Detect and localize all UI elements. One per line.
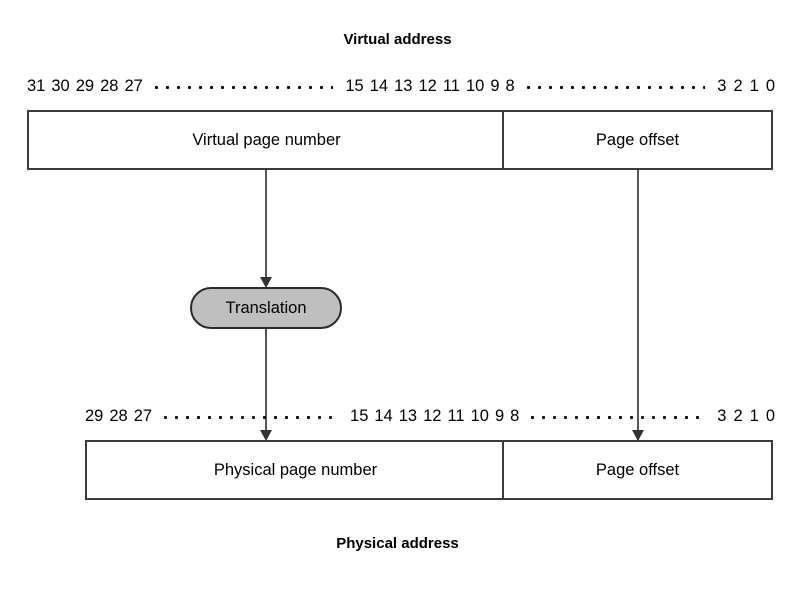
translation-to-ppn-line	[265, 329, 267, 439]
bit-label: 3	[717, 406, 727, 425]
dotted-ellipsis	[164, 408, 338, 424]
bit-label: 30	[51, 76, 70, 95]
virtual-ruler-gap-left	[143, 78, 346, 94]
bit-label: 9	[494, 406, 505, 425]
physical-page-offset-field: Page offset	[595, 460, 680, 479]
bit-label: 28	[100, 76, 119, 95]
bit-label: 12	[423, 406, 442, 425]
physical-address-title: Physical address	[336, 535, 459, 552]
virtual-page-number-field: Virtual page number	[192, 130, 341, 149]
bit-label: 28	[109, 406, 128, 425]
bit-label: 15	[345, 76, 364, 95]
bit-label: 14	[369, 76, 389, 95]
bit-label: 29	[75, 76, 95, 95]
dotted-ellipsis	[154, 78, 334, 94]
bit-label: 3	[717, 76, 727, 95]
virtual-address-box: Virtual page number Page offset	[27, 110, 773, 170]
physical-box-divider	[502, 442, 504, 498]
vpn-to-translation-arrowhead	[260, 277, 272, 288]
dotted-ellipsis	[531, 408, 706, 424]
bit-label: 2	[733, 76, 743, 95]
virtual-page-offset-field: Page offset	[595, 130, 680, 149]
bit-label: 8	[505, 76, 515, 95]
bit-label: 11	[447, 406, 465, 425]
virtual-box-divider	[502, 112, 504, 168]
physical-bit-group-right: 3 2 1 0	[717, 407, 775, 426]
bit-label: 1	[749, 76, 759, 95]
dotted-ellipsis	[526, 78, 706, 94]
bit-label: 27	[133, 406, 153, 425]
physical-address-box: Physical page number Page offset	[85, 440, 773, 500]
bit-label: 0	[765, 76, 776, 95]
translation-to-ppn-arrowhead	[260, 430, 272, 441]
virtual-ruler-gap-right	[515, 78, 718, 94]
bit-label: 15	[350, 406, 369, 425]
bit-label: 1	[749, 406, 759, 425]
virtual-bit-group-mid: 15 14 13 12 11 10 9 8	[345, 77, 514, 96]
vpn-to-translation-line	[265, 170, 267, 280]
physical-bit-group-mid: 15 14 13 12 11 10 9 8	[350, 407, 519, 426]
bit-label: 13	[398, 406, 418, 425]
bit-label: 0	[765, 406, 776, 425]
translation-node[interactable]: Translation	[190, 287, 342, 329]
bit-label: 13	[394, 76, 413, 95]
bit-label: 12	[418, 76, 437, 95]
bit-label: 14	[374, 406, 393, 425]
physical-ruler-gap-right	[519, 408, 717, 424]
bit-label: 11	[442, 76, 460, 95]
bit-label: 29	[85, 406, 104, 425]
translation-label: Translation	[225, 298, 307, 317]
physical-bit-ruler: 29 28 27 15 14 13 12 11 10 9 8	[85, 404, 775, 428]
bit-label: 8	[510, 406, 520, 425]
virtual-bit-group-left: 31 30 29 28 27	[27, 77, 143, 96]
virtual-address-title: Virtual address	[343, 31, 452, 48]
physical-bit-group-left: 29 28 27	[85, 407, 152, 426]
bit-label: 2	[733, 406, 743, 425]
page-offset-passthrough-line	[637, 170, 639, 440]
virtual-bit-ruler: 31 30 29 28 27 15 14 13 12 11 10 9 8	[27, 74, 775, 98]
bit-label: 27	[124, 76, 143, 95]
page-offset-passthrough-arrowhead	[632, 430, 644, 441]
bit-label: 31	[27, 76, 46, 95]
physical-page-number-field: Physical page number	[213, 460, 378, 479]
bit-label: 10	[470, 406, 489, 425]
virtual-bit-group-right: 3 2 1 0	[717, 77, 775, 96]
physical-ruler-gap-left	[152, 408, 350, 424]
bit-label: 10	[465, 76, 485, 95]
bit-label: 9	[490, 76, 500, 95]
